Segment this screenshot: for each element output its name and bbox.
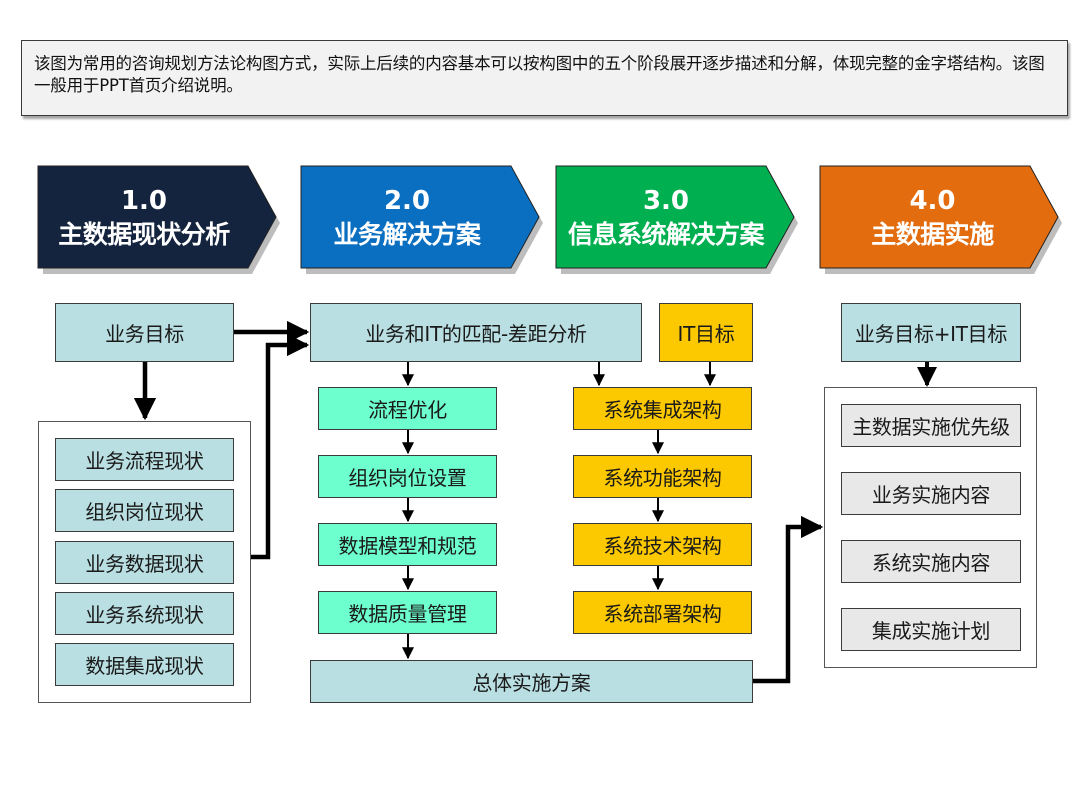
status-item: 业务数据现状	[55, 541, 234, 584]
phase-4-chevron: 4.0 主数据实施	[819, 165, 1062, 274]
phase-2-title: 业务解决方案	[333, 220, 481, 249]
implementation-item-label: 系统实施内容	[871, 551, 991, 575]
phase-1-title: 主数据现状分析	[58, 220, 230, 249]
business-goal-label: 业务目标	[105, 322, 184, 346]
gap-analysis-box: 业务和IT的匹配-差距分析	[310, 303, 642, 362]
phase-4-number: 4.0	[909, 186, 956, 216]
status-item-label: 业务流程现状	[85, 449, 204, 473]
overall-plan-label: 总体实施方案	[472, 671, 591, 695]
status-item-label: 业务数据现状	[85, 552, 204, 576]
status-item: 业务流程现状	[55, 438, 234, 481]
chevron-shape	[555, 165, 798, 274]
business-step: 流程优化	[318, 387, 497, 430]
phase-3-number: 3.0	[642, 186, 690, 216]
business-step-label: 数据模型和规范	[338, 534, 477, 558]
status-item-label: 业务系统现状	[85, 603, 204, 627]
status-item-label: 数据集成现状	[85, 654, 204, 678]
phase-2-number: 2.0	[383, 186, 431, 216]
intro-note: 该图为常用的咨询规划方法论构图方式，实际上后续的内容基本可以按构图中的五个阶段展…	[21, 40, 1068, 116]
implementation-item-label: 主数据实施优先级	[852, 415, 1010, 439]
phase-3-title: 信息系统解决方案	[567, 220, 765, 249]
combined-goal-box: 业务目标+IT目标	[841, 303, 1021, 362]
status-item: 数据集成现状	[55, 643, 234, 686]
business-step: 组织岗位设置	[318, 455, 497, 498]
status-item: 组织岗位现状	[55, 489, 234, 532]
system-step: 系统部署架构	[573, 591, 752, 634]
system-step-label: 系统功能架构	[603, 466, 722, 490]
phase-1-chevron: 1.0 主数据现状分析	[37, 165, 280, 274]
system-step-label: 系统集成架构	[603, 398, 722, 422]
business-step-label: 流程优化	[368, 398, 447, 422]
status-item-label: 组织岗位现状	[85, 500, 204, 524]
it-goal-label: IT目标	[677, 322, 735, 346]
system-step: 系统功能架构	[573, 455, 752, 498]
business-step: 数据质量管理	[318, 591, 497, 634]
system-step-label: 系统部署架构	[603, 602, 722, 626]
combined-goal-label: 业务目标+IT目标	[854, 322, 1008, 346]
arrow-status-to-gap	[251, 333, 310, 560]
implementation-item-label: 集成实施计划	[871, 619, 991, 643]
gap-analysis-label: 业务和IT的匹配-差距分析	[365, 322, 587, 346]
implementation-item: 业务实施内容	[841, 472, 1021, 515]
it-goal-box: IT目标	[659, 303, 753, 362]
system-step-label: 系统技术架构	[603, 534, 722, 558]
implementation-item: 集成实施计划	[841, 608, 1021, 651]
phase-4-title: 主数据实施	[871, 220, 994, 249]
chevron-shape	[819, 165, 1062, 274]
business-step-label: 数据质量管理	[348, 602, 467, 626]
implementation-item: 系统实施内容	[841, 540, 1021, 583]
intro-note-text: 该图为常用的咨询规划方法论构图方式，实际上后续的内容基本可以按构图中的五个阶段展…	[34, 54, 1045, 95]
phase-2-chevron: 2.0 业务解决方案	[300, 165, 543, 274]
phase-1-number: 1.0	[120, 186, 168, 216]
chevron-shape	[37, 165, 280, 274]
implementation-item: 主数据实施优先级	[841, 404, 1021, 447]
business-step: 数据模型和规范	[318, 523, 497, 566]
chevron-shape	[300, 165, 543, 274]
arrow-plan-to-impl	[753, 515, 824, 684]
status-item: 业务系统现状	[55, 592, 234, 635]
phase-3-chevron: 3.0 信息系统解决方案	[555, 165, 798, 274]
system-step: 系统技术架构	[573, 523, 752, 566]
overall-plan-box: 总体实施方案	[310, 660, 753, 703]
system-step: 系统集成架构	[573, 387, 752, 430]
implementation-item-label: 业务实施内容	[871, 483, 991, 507]
business-step-label: 组织岗位设置	[348, 466, 467, 490]
business-goal-box: 业务目标	[55, 303, 234, 362]
